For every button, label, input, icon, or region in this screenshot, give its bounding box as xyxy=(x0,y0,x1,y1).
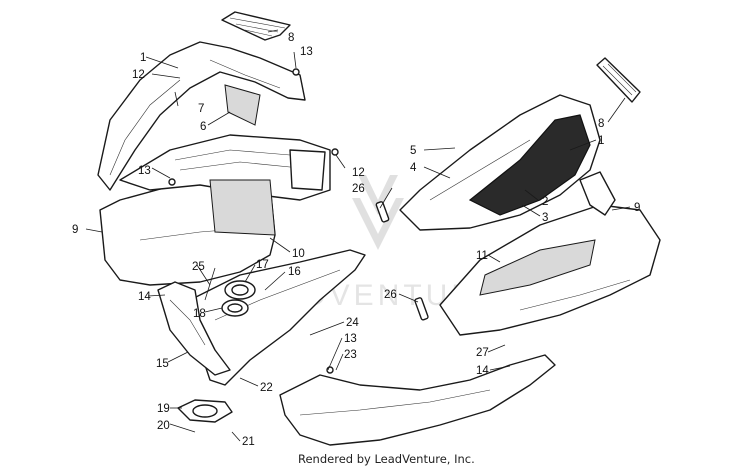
callout-27: 27 xyxy=(476,347,489,359)
callout-15: 15 xyxy=(156,358,169,370)
callout-24: 24 xyxy=(346,317,359,329)
callout-16: 16 xyxy=(288,266,301,278)
callout-12-left-mid: 12 xyxy=(352,167,365,179)
callout-10: 10 xyxy=(292,248,305,260)
left-vent-grille-part xyxy=(221,11,291,41)
callout-5: 5 xyxy=(410,145,416,157)
clip-part xyxy=(414,297,429,321)
callout-9-left: 9 xyxy=(72,224,78,236)
callout-9-right: 9 xyxy=(634,202,640,214)
callout-17: 17 xyxy=(256,259,269,271)
callout-26-left: 26 xyxy=(352,183,365,195)
left-bracket-part xyxy=(157,281,231,376)
callout-14-left: 14 xyxy=(138,291,151,303)
callout-1-right: 1 xyxy=(598,135,604,147)
render-credit: Rendered by LeadVenture, Inc. xyxy=(298,452,475,466)
leadventure-logo-icon xyxy=(352,175,404,250)
callout-13-lower: 13 xyxy=(344,333,357,345)
callout-23: 23 xyxy=(344,349,357,361)
lower-left-belly-panel-part xyxy=(189,249,366,386)
callout-8-right: 8 xyxy=(598,118,604,130)
right-bracket-part xyxy=(579,171,616,216)
leader-lines xyxy=(85,29,631,442)
clip-part xyxy=(375,201,390,223)
callout-1-left: 1 xyxy=(140,52,146,64)
callout-13-left-mid: 13 xyxy=(138,165,151,177)
right-vent-grille-part xyxy=(596,57,641,103)
callout-19: 19 xyxy=(157,403,170,415)
callout-2: 2 xyxy=(542,196,548,208)
right-hood-part xyxy=(399,94,601,231)
rod-part xyxy=(204,267,216,301)
callout-13-left-top: 13 xyxy=(300,46,313,58)
callout-7: 7 xyxy=(198,103,204,115)
callout-25: 25 xyxy=(192,261,205,273)
callout-14-right: 14 xyxy=(476,365,489,377)
screw-part xyxy=(331,148,339,156)
callout-8-left: 8 xyxy=(288,32,294,44)
callout-20: 20 xyxy=(157,420,170,432)
callout-21: 21 xyxy=(242,436,255,448)
callout-22: 22 xyxy=(260,382,273,394)
fastener-part xyxy=(168,178,176,186)
callout-12-left-top: 12 xyxy=(132,69,145,81)
left-hood-part xyxy=(97,41,306,191)
callout-18: 18 xyxy=(193,308,206,320)
callout-numbers: 1 12 8 13 7 6 13 12 26 9 10 25 17 16 14 … xyxy=(72,32,640,448)
callout-11: 11 xyxy=(476,250,488,262)
lower-belly-pan-part xyxy=(279,354,556,446)
callout-6: 6 xyxy=(200,121,206,133)
fastener-part xyxy=(292,68,300,76)
callout-3: 3 xyxy=(542,212,548,224)
callout-4: 4 xyxy=(410,162,417,174)
callout-26-right: 26 xyxy=(384,289,397,301)
duct-ring-part xyxy=(177,399,233,423)
right-side-panel-part xyxy=(439,204,661,336)
